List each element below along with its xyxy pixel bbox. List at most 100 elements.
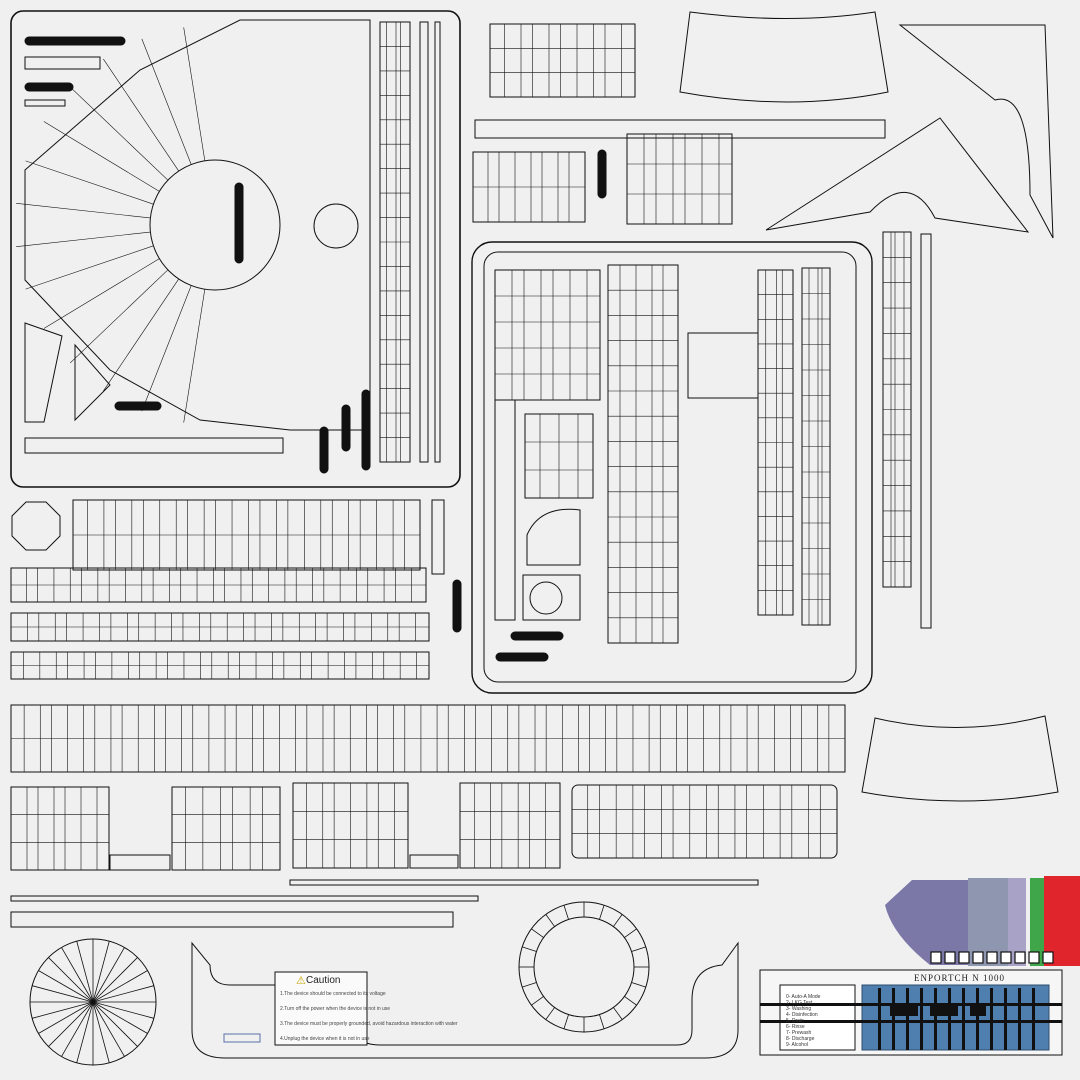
panel-key <box>1000 951 1012 964</box>
uv-box <box>109 854 171 871</box>
ring-segment <box>522 982 537 988</box>
uv-box <box>171 786 281 871</box>
color-swatch-purple <box>885 880 970 965</box>
wheel-spoke <box>61 947 94 1003</box>
menu-item: 9- Alcohol <box>786 1042 808 1048</box>
uv-pill <box>361 389 371 471</box>
shell-radial-line <box>69 86 169 181</box>
panel-button <box>930 1006 958 1016</box>
wheel-spoke <box>92 1001 125 1057</box>
panel-bar <box>1032 988 1035 1050</box>
uv-frame-arch <box>526 508 581 566</box>
uv-pill <box>319 426 329 474</box>
uv-thin-strip <box>10 895 479 902</box>
menu-item: 0- Auto-A Mode <box>786 994 821 1000</box>
uv-ring-outer <box>518 901 650 1033</box>
menu-item: 2- LKG Test <box>786 1000 813 1006</box>
uv-piece <box>489 23 636 98</box>
uv-pill <box>114 401 162 411</box>
uv-shell-hole <box>149 159 281 291</box>
panel-bar <box>760 1003 1062 1006</box>
ring-segment <box>563 905 569 920</box>
uv-frame-column <box>494 399 516 621</box>
uv-ring-inner <box>533 916 635 1018</box>
uv-box <box>10 786 110 871</box>
menu-item: 4- Disinfection <box>786 1012 818 1018</box>
uv-pill <box>341 404 351 452</box>
uv-band <box>474 119 886 139</box>
uv-strip <box>24 99 66 107</box>
uv-hatch-lines <box>11 22 911 1032</box>
uv-octagon <box>11 501 61 551</box>
panel-key <box>930 951 942 964</box>
ring-segment <box>599 1014 605 1029</box>
panel-bar <box>878 988 881 1050</box>
uv-pill <box>597 149 607 199</box>
ring-segment <box>624 928 637 938</box>
wheel-spoke <box>92 1001 154 1019</box>
panel-bar <box>760 1020 1062 1023</box>
uv-piece <box>626 133 733 225</box>
menu-item: 3- Washing <box>786 1006 812 1012</box>
shell-radial-line <box>16 231 151 248</box>
uv-band <box>431 499 445 575</box>
ring-segment <box>631 946 646 952</box>
shell-radial-line <box>43 121 160 192</box>
ring-segment <box>613 1007 623 1020</box>
wheel-spoke <box>32 985 94 1003</box>
ring-segment <box>599 905 605 920</box>
ring-segment <box>531 996 544 1006</box>
panel-bar <box>920 988 923 1050</box>
caution-title: Caution <box>306 975 341 986</box>
shell-radial-line <box>43 258 160 329</box>
control-panel-key-row <box>930 951 1054 964</box>
panel-key <box>972 951 984 964</box>
wheel-spoke <box>92 947 125 1003</box>
panel-key <box>1014 951 1026 964</box>
menu-item: 7- Prewash <box>786 1030 812 1036</box>
uv-thin-strip <box>289 879 759 886</box>
uv-frame-column <box>494 269 601 401</box>
shell-radial-line <box>183 289 206 423</box>
uv-box <box>409 854 459 869</box>
shell-radial-line <box>103 58 179 172</box>
wheel-spoke <box>76 1001 94 1063</box>
menu-item: 6- Rinse <box>786 1024 805 1030</box>
shell-radial-line <box>183 27 206 161</box>
uv-frame-column <box>920 233 932 629</box>
menu-item: 5- Drain <box>786 1018 804 1024</box>
uv-strip <box>24 437 284 454</box>
caution-line: 1.The device should be connected to its … <box>280 991 386 997</box>
wheel-spoke <box>92 1001 138 1047</box>
uv-shell-front <box>24 19 371 431</box>
wheel-spoke <box>38 970 94 1003</box>
panel-bar <box>1004 988 1007 1050</box>
uv-vertical-strip <box>434 21 441 463</box>
wheel-spoke <box>32 1001 94 1019</box>
shell-radial-line <box>69 269 169 364</box>
uv-frame-box <box>522 574 581 621</box>
uv-piece-wing <box>898 24 1054 239</box>
uv-wheel-spokes <box>30 939 156 1065</box>
uv-frame-ring <box>529 581 563 615</box>
uv-triangle-piece <box>24 322 63 423</box>
wheel-spoke <box>48 1001 94 1047</box>
uv-piece-wing <box>765 117 1030 233</box>
color-swatch-red <box>1044 876 1080 966</box>
panel-key <box>1028 951 1040 964</box>
panel-bar <box>906 988 909 1050</box>
color-swatch-blue <box>968 878 1008 966</box>
wheel-spoke <box>92 957 138 1003</box>
ring-segment <box>545 914 555 927</box>
ring-segment <box>545 1007 555 1020</box>
uv-thin-strip <box>10 911 454 928</box>
uv-small-tag <box>223 1033 261 1043</box>
ring-segment <box>613 914 623 927</box>
uv-box <box>459 782 561 869</box>
panel-bar <box>1018 988 1021 1050</box>
uv-frame-outer <box>471 241 873 694</box>
wheel-spoke <box>92 1001 148 1034</box>
wheel-spoke <box>92 941 110 1003</box>
wheel-spoke <box>48 957 94 1003</box>
